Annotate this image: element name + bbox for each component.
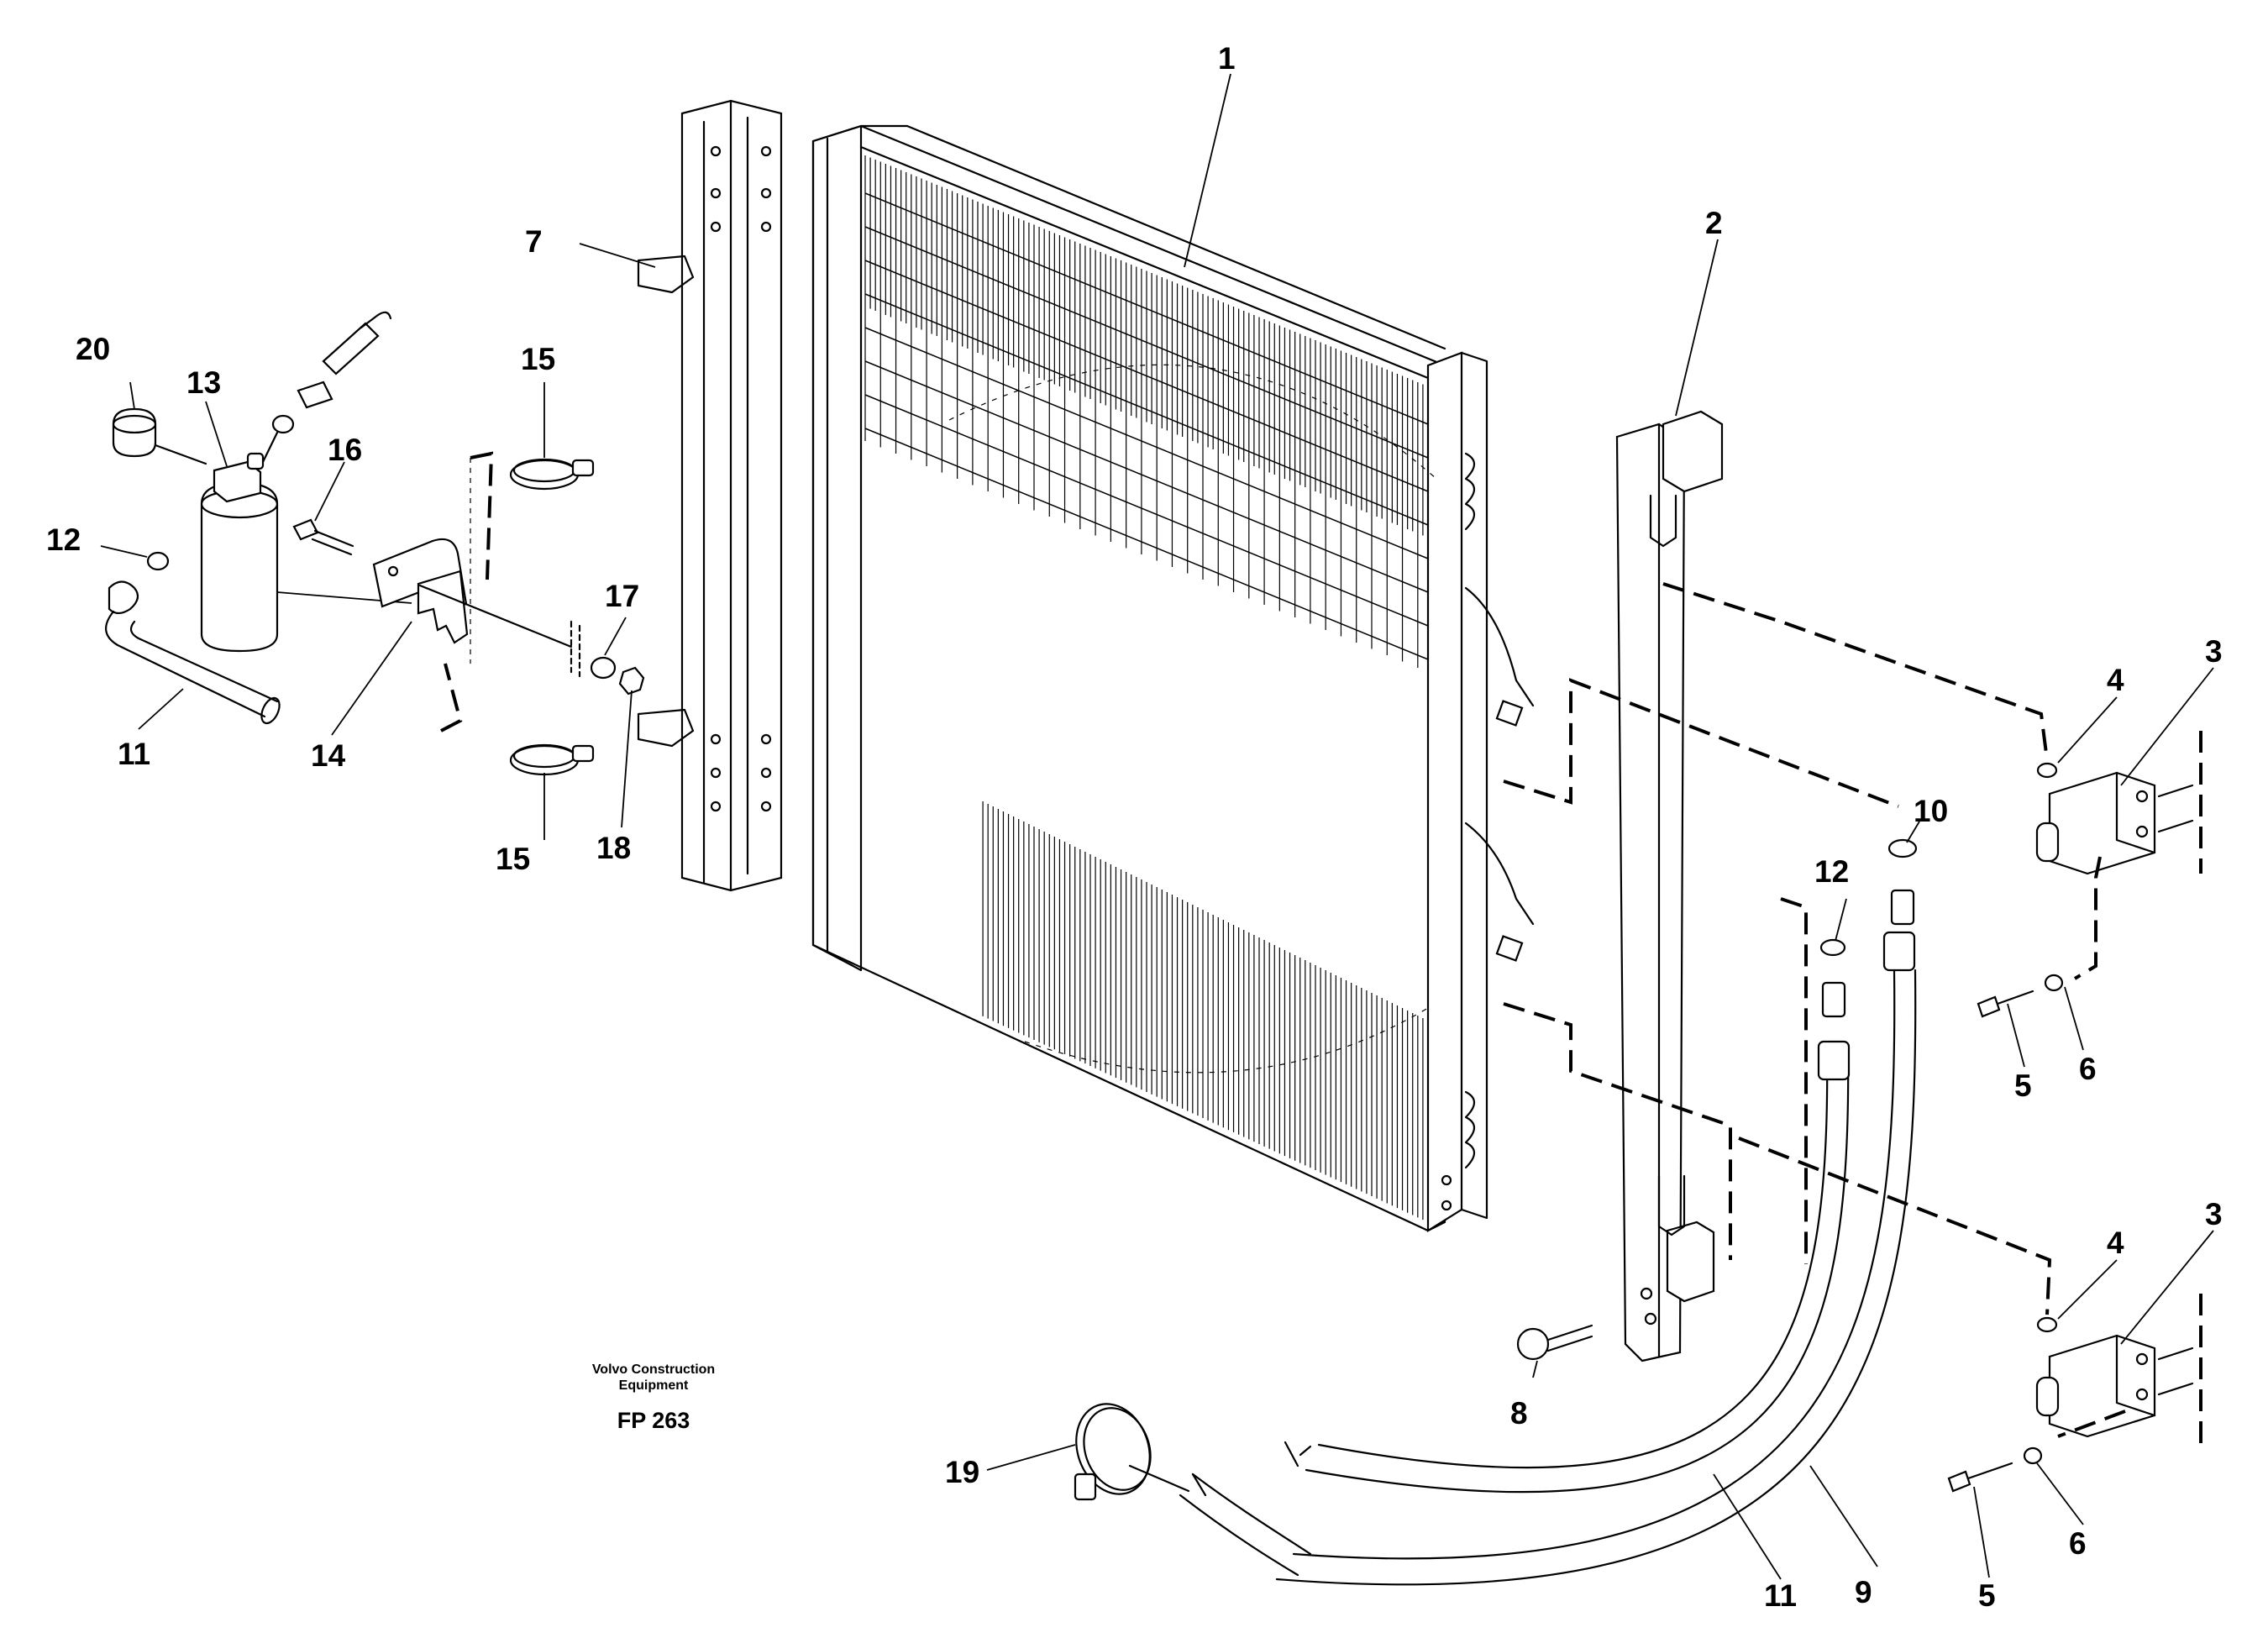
callout-8: 8 (1510, 1396, 1528, 1431)
callout-16: 16 (328, 433, 362, 467)
angle-bracket-upper (2035, 731, 2202, 875)
hoses (1191, 838, 1918, 1586)
condenser (811, 124, 1535, 1232)
callout-19: 19 (945, 1455, 979, 1489)
callout-12-right: 12 (1814, 854, 1849, 889)
callout-18: 18 (596, 831, 631, 865)
callout-2: 2 (1705, 206, 1723, 240)
callout-15-lower: 15 (496, 842, 530, 876)
left-mounting-rail (637, 99, 783, 892)
callout-11-lower: 11 (1764, 1578, 1797, 1613)
mounting-bracket-drier (292, 458, 645, 776)
callout-1: 1 (1218, 41, 1236, 76)
callout-12-left: 12 (46, 522, 81, 557)
callout-17: 17 (605, 579, 639, 613)
callout-20: 20 (76, 332, 110, 366)
callout-10: 10 (1914, 794, 1948, 828)
callout-11-left: 11 (118, 737, 150, 771)
callout-3-upper: 3 (2205, 634, 2223, 669)
caption-code: FP 263 (617, 1408, 690, 1433)
callout-6-lower: 6 (2069, 1526, 2087, 1561)
callout-14: 14 (311, 738, 346, 773)
hose-clamp (1074, 1403, 1190, 1501)
assembly-lines (440, 451, 2126, 1438)
callout-9: 9 (1855, 1575, 1872, 1609)
angle-bracket-lower (2035, 1294, 2202, 1445)
callout-6-upper: 6 (2079, 1052, 2097, 1086)
hardware-right (1516, 762, 2064, 1493)
callout-5-lower: 5 (1978, 1578, 1996, 1613)
callout-7: 7 (525, 224, 543, 259)
callout-4-lower: 4 (2107, 1226, 2124, 1260)
callout-15-upper: 15 (521, 342, 555, 376)
right-bracket-bar (1615, 410, 1724, 1362)
hose-section (1179, 1473, 1312, 1577)
callout-4-upper: 4 (2107, 663, 2124, 697)
receiver-drier (105, 311, 412, 725)
caption: Volvo Construction Equipment FP 263 (592, 1362, 715, 1433)
leader-lines (100, 73, 2214, 1580)
callouts: 1 2 3 3 4 4 5 5 6 6 7 8 9 10 11 11 12 12… (46, 41, 2223, 1613)
callout-13: 13 (186, 365, 221, 400)
callout-3-lower: 3 (2205, 1197, 2223, 1231)
caption-line1: Volvo Construction (592, 1362, 715, 1377)
caption-line2: Equipment (619, 1378, 689, 1393)
callout-5-upper: 5 (2014, 1068, 2032, 1103)
